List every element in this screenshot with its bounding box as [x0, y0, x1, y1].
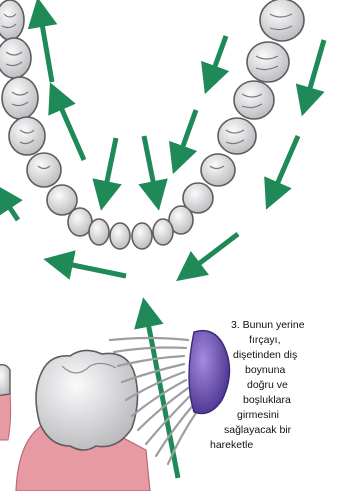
gum [0, 392, 11, 440]
tooth [9, 117, 45, 155]
left-teeth-row [0, 0, 130, 249]
tooth [2, 77, 38, 119]
caption-line-3: dişetinden diş [233, 348, 297, 363]
caption-line-9: hareketle [210, 438, 253, 453]
arrow [306, 40, 324, 102]
tooth [132, 223, 152, 249]
tooth [0, 38, 31, 78]
arrow [2, 196, 18, 220]
arrow [178, 110, 196, 160]
tooth [247, 42, 289, 82]
caption-line-8: sağlayacak bir [224, 423, 291, 438]
tooth [260, 0, 304, 41]
caption-line-7: girmesini [237, 408, 279, 423]
tooth [218, 118, 256, 154]
caption-line-1: 3. Bunun yerine [231, 318, 305, 333]
arrow [58, 262, 126, 276]
tooth [110, 223, 130, 249]
tooth [201, 154, 235, 186]
toothbrush-head [189, 331, 230, 414]
tooth [234, 81, 274, 119]
arrow [56, 96, 84, 160]
molar-tooth [0, 365, 10, 396]
arrow [104, 138, 116, 196]
caption-line-5: doğru ve [247, 378, 288, 393]
arrow [210, 36, 226, 80]
arrow [188, 234, 238, 272]
arrow [144, 136, 156, 196]
brushing-detail [0, 331, 230, 491]
arrow [272, 136, 298, 196]
caption-line-6: boşluklara [243, 393, 291, 408]
tooth [89, 219, 109, 245]
tooth [153, 219, 173, 245]
tooth [27, 153, 61, 187]
arrow [40, 12, 52, 82]
right-teeth-row [132, 0, 304, 249]
caption-line-4: boynuna [245, 363, 285, 378]
tooth [0, 0, 24, 40]
caption-line-2: fırçayı, [249, 333, 281, 348]
